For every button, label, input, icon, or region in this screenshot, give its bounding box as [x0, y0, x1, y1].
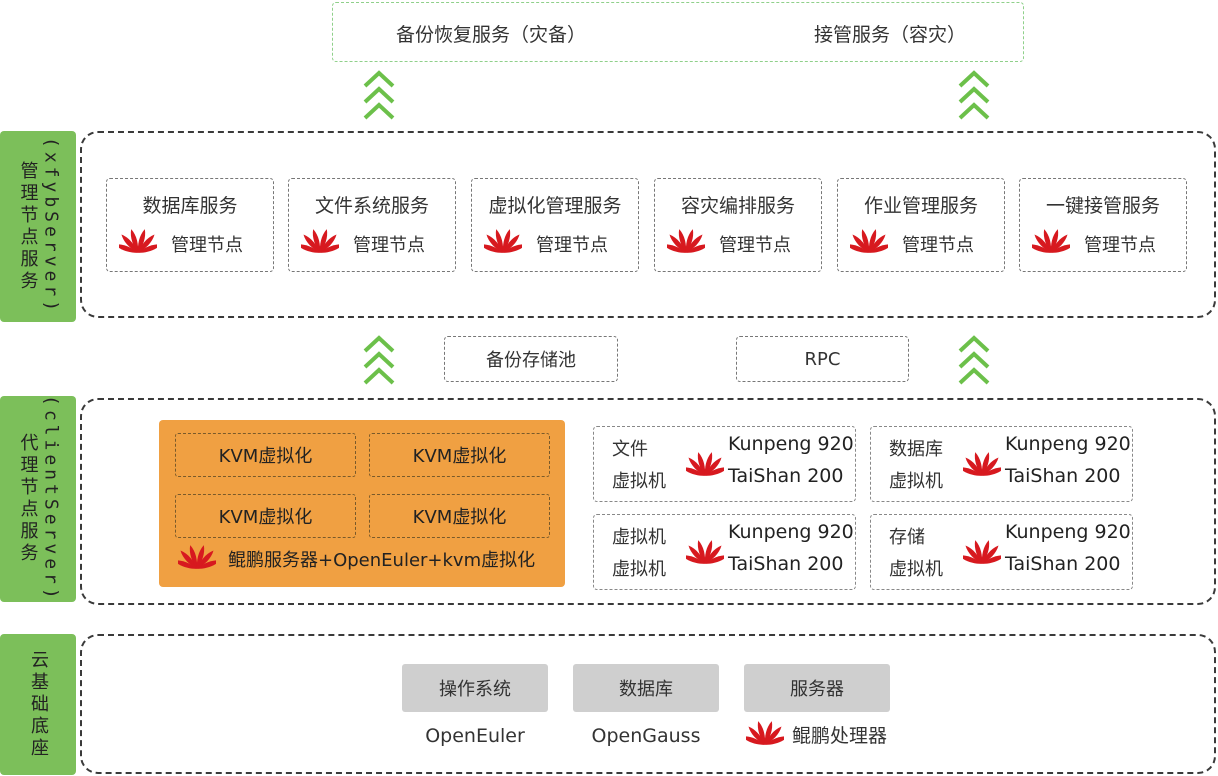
huawei-logo-icon [958, 540, 1006, 564]
triple-chevron-up-icon [958, 335, 990, 389]
service-card: 容灾编排服务管理节点 [654, 178, 822, 272]
huawei-logo-icon [479, 229, 527, 253]
backup-recovery-service-label: 备份恢复服务（灾备） [396, 24, 587, 46]
huawei-logo-icon [173, 542, 221, 575]
cloud-foundation-tab-title: 云基础底座 [28, 649, 49, 760]
vm-kind-label: 虚拟机 [889, 559, 943, 580]
service-node-label: 管理节点 [171, 235, 243, 256]
top-services-box [332, 2, 1024, 62]
vm-cpu-label: Kunpeng 920 [728, 521, 854, 543]
vm-cpu-label: Kunpeng 920 [728, 433, 854, 455]
kvm-cell: KVM虚拟化 [175, 433, 356, 477]
huawei-logo-icon [296, 229, 344, 253]
os-box: 操作系统 [402, 664, 548, 712]
huawei-logo-icon [173, 545, 221, 569]
huawei-logo-icon [741, 721, 789, 745]
service-title: 文件系统服务 [314, 195, 429, 217]
management-node-tab-title: 管理节点服务 [17, 160, 39, 293]
backup-storage-pool: 备份存储池 [444, 336, 618, 382]
service-title: 虚拟化管理服务 [488, 195, 622, 217]
vm-server-label: TaiShan 200 [728, 553, 844, 575]
huawei-logo-icon [662, 229, 710, 253]
vm-type-label: 数据库 [889, 439, 943, 460]
triple-chevron-up-icon [363, 335, 395, 389]
vm-kind-label: 虚拟机 [612, 559, 666, 580]
huawei-logo-icon [741, 718, 789, 751]
agent-node-tab: 代理节点服务 (clientServer) [0, 395, 76, 603]
triple-chevron-up-icon [958, 70, 990, 124]
vm-cpu-label: Kunpeng 920 [1005, 521, 1131, 543]
triple-chevron-up-icon [363, 70, 395, 124]
service-card: 一键接管服务管理节点 [1019, 178, 1187, 272]
service-node-label: 管理节点 [719, 235, 791, 256]
huawei-logo-icon [958, 452, 1006, 476]
kvm-footer-text: 鲲鹏服务器+OpenEuler+kvm虚拟化 [228, 549, 536, 571]
management-node-tab-sub: (xfybServer) [40, 137, 62, 316]
kvm-cell: KVM虚拟化 [369, 494, 550, 538]
huawei-logo-icon [681, 452, 729, 476]
openeuler-label: OpenEuler [425, 725, 525, 747]
huawei-logo-icon [681, 537, 729, 570]
huawei-logo-icon [1027, 229, 1075, 253]
cloud-foundation-tab: 云基础底座 [0, 634, 76, 775]
huawei-logo-icon [958, 449, 1006, 482]
huawei-logo-icon [681, 540, 729, 564]
huawei-logo-icon [296, 226, 344, 259]
huawei-logo-icon [114, 229, 162, 253]
service-card: 作业管理服务管理节点 [837, 178, 1005, 272]
vm-server-label: TaiShan 200 [1005, 553, 1121, 575]
cloud-foundation-region [80, 634, 1216, 774]
service-card: 虚拟化管理服务管理节点 [471, 178, 639, 272]
management-node-tab: 管理节点服务 (xfybServer) [0, 131, 76, 322]
huawei-logo-icon [479, 226, 527, 259]
huawei-logo-icon [1027, 226, 1075, 259]
kvm-cell: KVM虚拟化 [175, 494, 356, 538]
vm-type-label: 文件 [612, 439, 648, 460]
vm-type-label: 存储 [889, 527, 925, 548]
agent-node-tab-title: 代理节点服务 [17, 433, 39, 565]
huawei-logo-icon [845, 229, 893, 253]
vm-type-label: 虚拟机 [612, 527, 666, 548]
service-card: 数据库服务管理节点 [106, 178, 274, 272]
kvm-virtualization-block [159, 420, 565, 587]
huawei-logo-icon [681, 449, 729, 482]
vm-server-label: TaiShan 200 [728, 465, 844, 487]
service-card: 文件系统服务管理节点 [288, 178, 456, 272]
kvm-cell: KVM虚拟化 [369, 433, 550, 477]
service-node-label: 管理节点 [1084, 235, 1156, 256]
huawei-logo-icon [958, 537, 1006, 570]
service-title: 作业管理服务 [863, 195, 978, 217]
huawei-logo-icon [114, 226, 162, 259]
vm-cpu-label: Kunpeng 920 [1005, 433, 1131, 455]
huawei-logo-icon [662, 226, 710, 259]
vm-kind-label: 虚拟机 [612, 471, 666, 492]
opengauss-label: OpenGauss [591, 725, 701, 747]
management-region [80, 131, 1216, 318]
kvm-footer: 鲲鹏服务器+OpenEuler+kvm虚拟化 [173, 542, 536, 575]
rpc-label: RPC [736, 336, 909, 382]
agent-node-tab-sub: (clientServer) [40, 395, 62, 603]
takeover-service-label: 接管服务（容灾） [814, 24, 967, 46]
kunpeng-processor: 鲲鹏处理器 [741, 718, 888, 751]
agent-region [80, 398, 1216, 605]
database-box: 数据库 [573, 664, 719, 712]
service-title: 一键接管服务 [1045, 195, 1160, 217]
server-box: 服务器 [744, 664, 890, 712]
kunpeng-processor-label: 鲲鹏处理器 [792, 725, 888, 747]
vm-kind-label: 虚拟机 [889, 471, 943, 492]
vm-server-label: TaiShan 200 [1005, 465, 1121, 487]
service-node-label: 管理节点 [536, 235, 608, 256]
service-node-label: 管理节点 [353, 235, 425, 256]
service-title: 数据库服务 [142, 195, 238, 217]
service-title: 容灾编排服务 [680, 195, 795, 217]
service-node-label: 管理节点 [902, 235, 974, 256]
huawei-logo-icon [845, 226, 893, 259]
